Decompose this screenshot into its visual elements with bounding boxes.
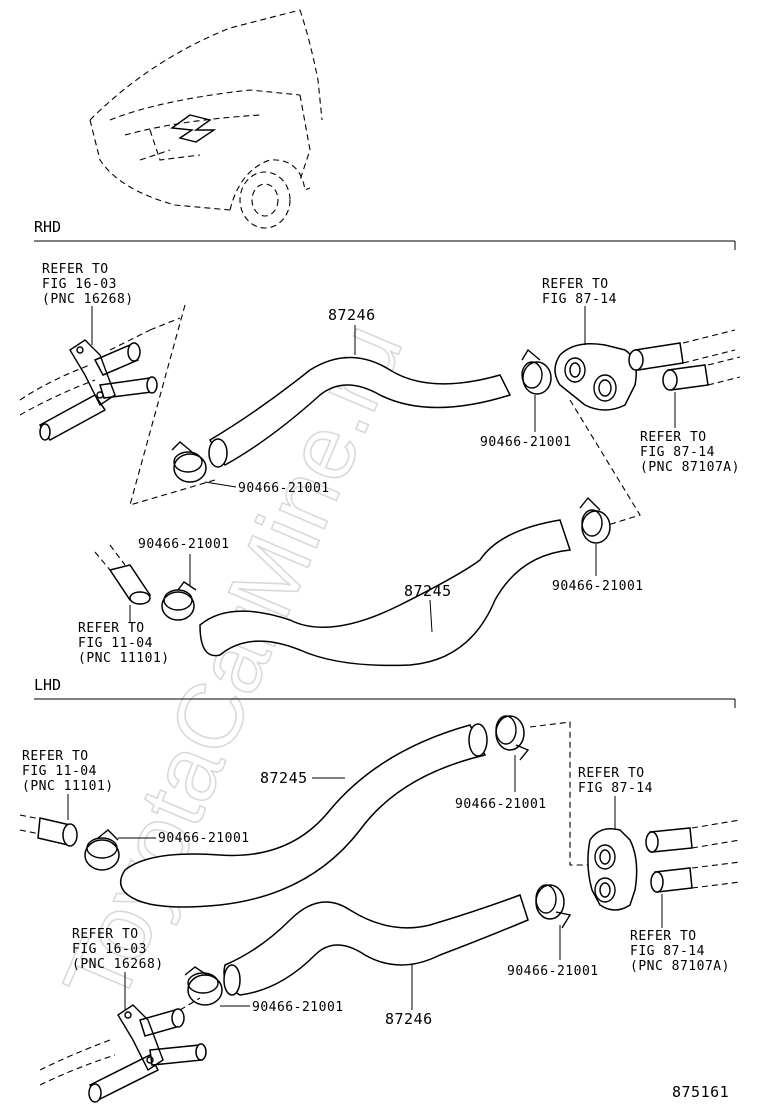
lhd-part-87245: 87245 bbox=[260, 769, 308, 787]
lhd-refer-engine-line2: FIG 11-04 bbox=[22, 764, 97, 779]
rhd-refer-engine-line3: (PNC 11101) bbox=[78, 651, 170, 666]
rhd-clamp-upper-right bbox=[521, 348, 552, 395]
lhd-clamp-lower-left bbox=[184, 966, 223, 1006]
lhd-refer-valve-line2: FIG 87-14 bbox=[578, 781, 653, 796]
lhd-engine-pipe bbox=[19, 814, 78, 847]
rhd-refer-valve-pnc-line1: REFER TO bbox=[640, 430, 707, 445]
rhd-clamp-lower-left bbox=[161, 581, 197, 621]
lhd-hose-87246 bbox=[223, 894, 529, 996]
rhd-clamp-b-label: 90466-21001 bbox=[480, 435, 572, 450]
rhd-clamp-upper-left bbox=[171, 441, 207, 483]
rhd-engine-pipe bbox=[94, 544, 152, 605]
lhd-right-pipes bbox=[645, 819, 741, 893]
lhd-refer-pipe-line2: FIG 16-03 bbox=[72, 942, 147, 957]
lhd-clamp-upper-right bbox=[495, 715, 530, 761]
lhd-clamp-upper-left bbox=[84, 829, 120, 871]
rhd-clamp-c-label: 90466-21001 bbox=[138, 537, 230, 552]
lhd-refer-valve-pnc-line1: REFER TO bbox=[630, 929, 697, 944]
rhd-part-87245: 87245 bbox=[404, 582, 452, 600]
lhd-heater-pipe-assembly bbox=[39, 997, 207, 1103]
lhd-clamp-b-label: 90466-21001 bbox=[455, 797, 547, 812]
rhd-hose-87246 bbox=[208, 356, 512, 467]
lhd-refer-pipe-line1: REFER TO bbox=[72, 927, 139, 942]
rhd-clamp-a-label: 90466-21001 bbox=[238, 481, 330, 496]
rhd-refer-valve-pnc-line3: (PNC 87107A) bbox=[640, 460, 740, 475]
lhd-refer-engine-line1: REFER TO bbox=[22, 749, 89, 764]
rhd-refer-pipe-line1: REFER TO bbox=[42, 262, 109, 277]
lhd-clamp-a-label: 90466-21001 bbox=[158, 831, 250, 846]
lhd-clamp-lower-right bbox=[535, 884, 572, 929]
lhd-refer-engine-line3: (PNC 11101) bbox=[22, 779, 114, 794]
rhd-clamp-lower-right bbox=[579, 496, 611, 544]
lhd-clamp-c-label: 90466-21001 bbox=[507, 964, 599, 979]
rhd-water-valve bbox=[554, 343, 641, 526]
car-outline-illustration bbox=[89, 9, 323, 229]
lhd-refer-valve-pnc-line2: FIG 87-14 bbox=[630, 944, 705, 959]
figure-number: 875161 bbox=[672, 1083, 729, 1101]
section-label-rhd: RHD bbox=[34, 218, 61, 236]
lhd-refer-valve-line1: REFER TO bbox=[578, 766, 645, 781]
rhd-part-87246: 87246 bbox=[328, 306, 376, 324]
lhd-clamp-d-label: 90466-21001 bbox=[252, 1000, 344, 1015]
rhd-refer-engine-line1: REFER TO bbox=[78, 621, 145, 636]
section-label-lhd: LHD bbox=[34, 676, 61, 694]
rhd-refer-valve-line2: FIG 87-14 bbox=[542, 292, 617, 307]
rhd-refer-valve-line1: REFER TO bbox=[542, 277, 609, 292]
lhd-part-87246: 87246 bbox=[385, 1010, 433, 1028]
rhd-refer-engine-line2: FIG 11-04 bbox=[78, 636, 153, 651]
rhd-right-pipes bbox=[628, 329, 741, 391]
rhd-refer-pipe-line3: (PNC 16268) bbox=[42, 292, 134, 307]
rhd-clamp-d-label: 90466-21001 bbox=[552, 579, 644, 594]
lhd-refer-pipe-line3: (PNC 16268) bbox=[72, 957, 164, 972]
lhd-water-valve bbox=[587, 828, 638, 911]
rhd-hose-87245 bbox=[199, 519, 572, 667]
lhd-refer-valve-pnc-line3: (PNC 87107A) bbox=[630, 959, 730, 974]
rhd-refer-pipe-line2: FIG 16-03 bbox=[42, 277, 117, 292]
lhd-hose-87245 bbox=[119, 724, 487, 908]
rhd-refer-valve-pnc-line2: FIG 87-14 bbox=[640, 445, 715, 460]
rhd-heater-pipe-assembly bbox=[19, 317, 181, 441]
